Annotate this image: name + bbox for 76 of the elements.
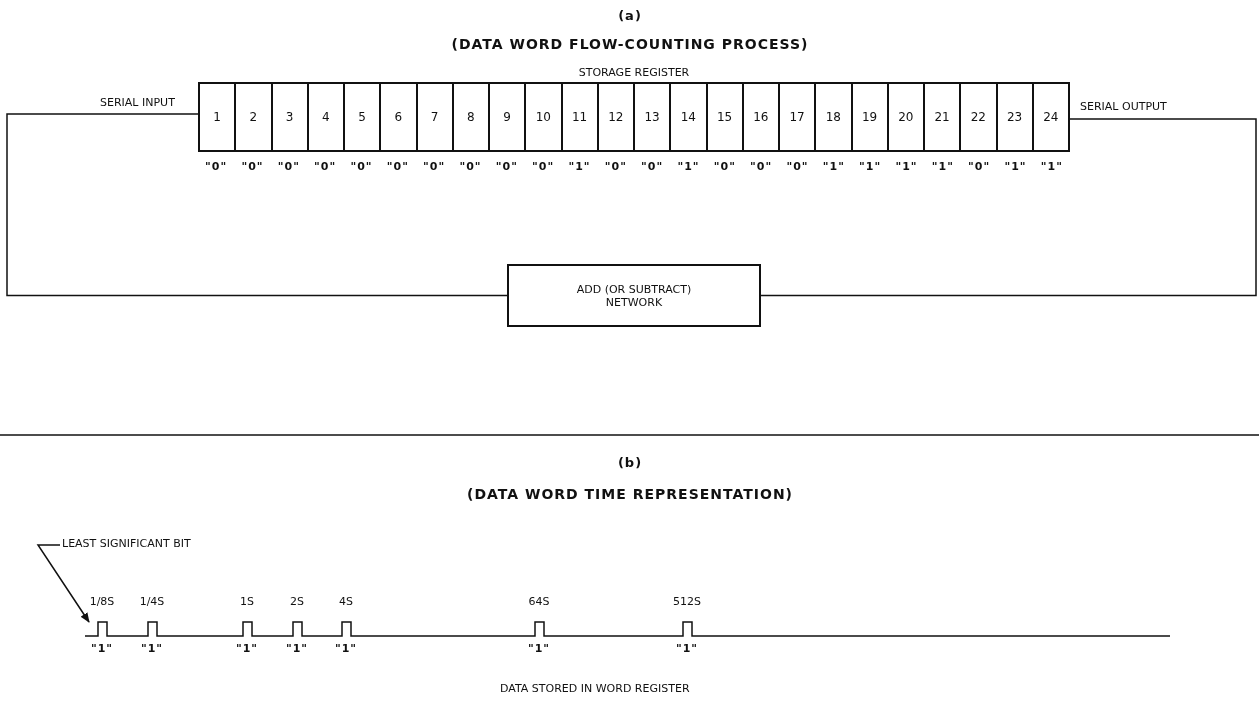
caption: DATA STORED IN WORD REGISTER (500, 682, 690, 696)
register-cell: 1 (200, 84, 235, 150)
bit-value: "0" (713, 160, 736, 174)
time-label: 2S (290, 595, 304, 609)
register-cell: 18 (814, 84, 851, 150)
register-cell: 16 (741, 84, 778, 150)
register-cell: 12 (596, 84, 633, 150)
register-cell: 14 (669, 84, 706, 150)
bit-value: "1" (895, 160, 918, 174)
time-label: 512S (673, 595, 701, 609)
register-cell: 2 (234, 84, 271, 150)
register-cell: 19 (850, 84, 887, 150)
register-cell: 6 (379, 84, 416, 150)
register-cell: 10 (524, 84, 561, 150)
time-label: 4S (339, 595, 353, 609)
register-heading: STORAGE REGISTER (578, 65, 690, 81)
time-label: 64S (528, 595, 550, 609)
signal-line (760, 118, 1257, 297)
section-heading: (b) (617, 455, 643, 471)
bit-value: "1" (931, 160, 954, 174)
section-heading: (a) (618, 8, 642, 24)
bit-value: "0" (641, 160, 664, 174)
register-cell: 7 (415, 84, 452, 150)
bit-value: "1" (527, 642, 551, 656)
register-cell: 8 (451, 84, 488, 150)
bit-value: "0" (386, 160, 409, 174)
bit-value: "1" (1004, 160, 1027, 174)
bit-value: "1" (859, 160, 882, 174)
bit-value: "0" (786, 160, 809, 174)
bit-value: "0" (423, 160, 446, 174)
register-cell: 5 (343, 84, 380, 150)
register-cell: 4 (306, 84, 343, 150)
register-cell: 17 (778, 84, 815, 150)
time-label: 1/4S (139, 595, 165, 609)
bit-value: "0" (532, 160, 555, 174)
time-label: 1S (240, 595, 254, 609)
bit-value: "1" (568, 160, 591, 174)
bit-value: "1" (285, 642, 309, 656)
bit-value: "1" (90, 642, 114, 656)
network-box: ADD (OR SUBTRACT) NETWORK (507, 264, 761, 327)
bit-value: "0" (459, 160, 482, 174)
bit-value: "0" (314, 160, 337, 174)
register-cell: 13 (633, 84, 670, 150)
signal-label: SERIAL INPUT (100, 96, 175, 110)
bit-value: "0" (350, 160, 373, 174)
bit-value: "0" (277, 160, 300, 174)
register-cell: 23 (995, 84, 1032, 150)
register-cell: 15 (705, 84, 742, 150)
leader-line (36, 544, 90, 623)
section-heading: (DATA WORD FLOW-COUNTING PROCESS) (451, 36, 809, 53)
register-cell: 24 (1031, 84, 1068, 150)
section-heading: (DATA WORD TIME REPRESENTATION) (467, 486, 793, 503)
bit-value: "0" (750, 160, 773, 174)
register-cell: 20 (886, 84, 923, 150)
bit-value: "1" (675, 642, 699, 656)
pulse-train-drawing (84, 621, 1171, 637)
callout-text: LEAST SIGNIFICANT BIT (62, 537, 191, 551)
signal-line (6, 113, 508, 297)
register-cell: 21 (923, 84, 960, 150)
register-cell: 22 (959, 84, 996, 150)
register-cell: 3 (270, 84, 307, 150)
bit-value: "0" (495, 160, 518, 174)
bit-value: "1" (1040, 160, 1063, 174)
bit-value: "1" (334, 642, 358, 656)
register-cell: 11 (560, 84, 597, 150)
signal-label: SERIAL OUTPUT (1080, 100, 1167, 114)
bit-value: "1" (140, 642, 164, 656)
register-cell: 9 (488, 84, 525, 150)
bit-value: "1" (235, 642, 259, 656)
bit-value: "0" (968, 160, 991, 174)
bit-value: "0" (604, 160, 627, 174)
bit-value: "0" (205, 160, 228, 174)
time-label: 1/8S (89, 595, 115, 609)
bit-value: "1" (677, 160, 700, 174)
bit-value: "1" (822, 160, 845, 174)
bit-value: "0" (241, 160, 264, 174)
